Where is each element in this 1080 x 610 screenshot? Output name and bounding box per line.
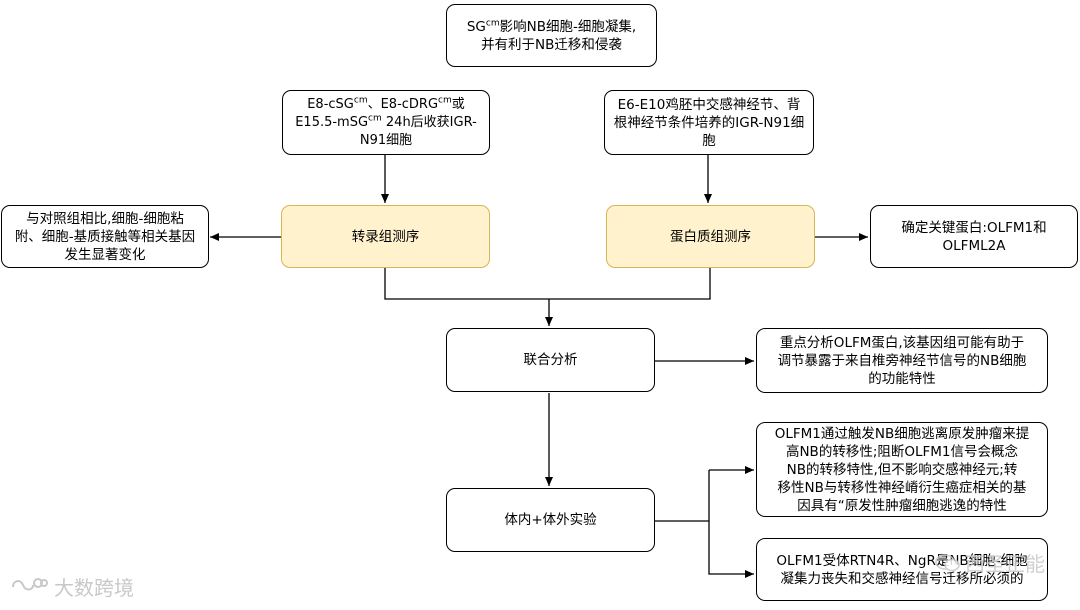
finding-2-line-2: 凝集力丧失和交感神经信号迁移所必须的	[780, 570, 1024, 587]
combined-analysis-node: 联合分析	[446, 328, 655, 392]
finding-1-line-5: 因具有“原发性肿瘤细胞逃逸的特性	[797, 497, 1007, 514]
right-result-line-1: 确定关键蛋白:OLFM1和	[901, 219, 1047, 236]
watermark-logo-icon	[12, 577, 48, 590]
proteome-node: 蛋白质组测序	[606, 205, 815, 268]
arrow-branch-to-finding2	[708, 521, 754, 578]
right-source-line-2: 根神经节条件培养的IGR-N91细	[613, 114, 805, 131]
watermark-left-text: 大数跨境	[54, 576, 134, 600]
combined-analysis-label: 联合分析	[523, 352, 578, 368]
left-source-text-b1: E15.5-mSG	[295, 114, 369, 130]
finding-1-node: OLFM1通过触发NB细胞逃离原发肿瘤来提 高NB的转移性;阻断OLFM1信号会…	[756, 422, 1048, 517]
left-source-line-1: E8-cSGcm、E8-cDRGcm或	[295, 96, 477, 114]
left-source-text-b2: 24h后收获IGR-	[381, 114, 477, 130]
finding-1-line-4: 移性NB与转移性神经嵴衍生癌症相关的基	[777, 479, 1027, 496]
title-cm-superscript: cm	[485, 18, 500, 28]
left-result-node: 与对照组相比,细胞-细胞粘 附、细胞-基质接触等相关基因 发生显著变化	[1, 205, 209, 268]
experiment-branch-connector	[655, 470, 710, 522]
title-line-1: SGcm影响NB细胞-细胞凝集,	[467, 18, 636, 36]
watermark-left: 大数跨境	[10, 572, 134, 601]
finding-1-line-2: 高NB的转移性;阻断OLFM1信号会概念	[785, 443, 1019, 460]
right-source-line-3: 胞	[702, 132, 716, 149]
experiment-label: 体内+体外实验	[504, 512, 597, 528]
merge-connector	[384, 268, 711, 300]
right-result-node: 确定关键蛋白:OLFM1和 OLFML2A	[870, 205, 1078, 268]
experiment-node: 体内+体外实验	[446, 488, 655, 552]
left-source-text-a1: E8-cSG	[307, 96, 354, 112]
combined-result-line-2: 调节暴露于来自椎旁神经节信号的NB细胞	[777, 352, 1027, 369]
left-source-sup-3: cm	[368, 113, 382, 124]
left-source-sup-1: cm	[353, 95, 368, 106]
left-source-line-2: E15.5-mSGcm 24h后收获IGR-	[295, 114, 477, 132]
combined-result-line-1: 重点分析OLFM蛋白,该基因组可能有助于	[779, 334, 1025, 351]
watermark-right-text: 西圣正能	[965, 552, 1045, 576]
left-source-text-a2: 、E8-cDRG	[367, 96, 439, 112]
left-result-line-1: 与对照组相比,细胞-细胞粘	[26, 210, 184, 227]
combined-result-node: 重点分析OLFM蛋白,该基因组可能有助于 调节暴露于来自椎旁神经节信号的NB细胞…	[756, 328, 1048, 393]
finding-1-line-3: NB的转移特性,但不影响交感神经元;转	[786, 461, 1018, 478]
finding-2-line-1: OLFM1受体RTN4R、NgR是NB细胞-细胞	[776, 552, 1028, 569]
finding-2-node: OLFM1受体RTN4R、NgR是NB细胞-细胞 凝集力丧失和交感神经信号迁移所…	[756, 538, 1048, 601]
title-line-1-rest: 影响NB细胞-细胞凝集,	[499, 18, 637, 35]
left-source-line-3: N91细胞	[359, 132, 413, 148]
transcriptome-label: 转录组测序	[351, 228, 420, 245]
left-result-line-2: 附、细胞-基质接触等相关基因	[14, 228, 196, 245]
transcriptome-node: 转录组测序	[281, 205, 490, 268]
left-source-text-a3: 或	[451, 96, 465, 112]
left-source-sup-2: cm	[438, 95, 452, 106]
finding-1-line-1: OLFM1通过触发NB细胞逃离原发肿瘤来提	[774, 425, 1030, 442]
title-sg-text: SG	[466, 18, 486, 35]
title-node: SGcm影响NB细胞-细胞凝集, 并有利于NB迁移和侵袭	[446, 4, 657, 67]
wechat-icon	[935, 553, 960, 571]
right-source-node: E6-E10鸡胚中交感神经节、背 根神经节条件培养的IGR-N91细 胞	[604, 90, 814, 155]
right-source-line-1: E6-E10鸡胚中交感神经节、背	[617, 96, 801, 113]
combined-result-line-3: 的功能特性	[868, 370, 936, 387]
proteome-label: 蛋白质组测序	[670, 228, 751, 245]
left-source-node: E8-cSGcm、E8-cDRGcm或 E15.5-mSGcm 24h后收获IG…	[282, 90, 490, 155]
right-result-line-2: OLFML2A	[942, 237, 1006, 254]
title-line-2: 并有利于NB迁移和侵袭	[481, 36, 622, 53]
watermark-right: 西圣正能	[935, 548, 1045, 577]
left-result-line-3: 发生显著变化	[64, 246, 146, 263]
